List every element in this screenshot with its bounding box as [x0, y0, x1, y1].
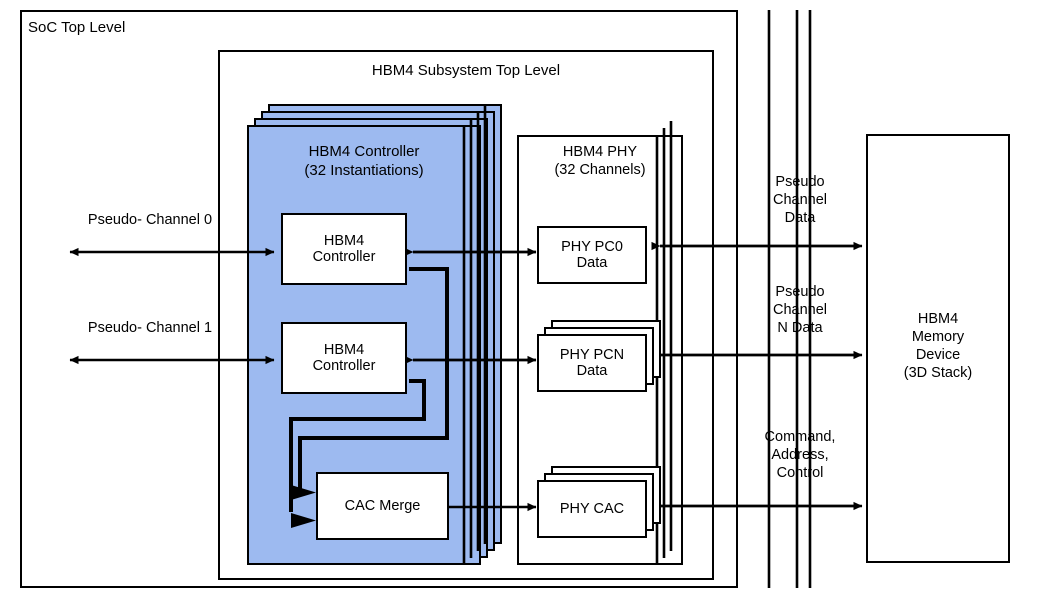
cac-line3: Control — [776, 465, 824, 482]
cac-line2: Address, — [771, 447, 829, 464]
cac-merge-label: CAC Merge — [344, 498, 421, 514]
phy-group-title: HBM4 PHY (32 Channels) — [518, 143, 682, 179]
pc-data-line3: Data — [784, 210, 816, 227]
pcn-data-line2: Channel — [772, 302, 827, 319]
pseudo-channel-1-label: Pseudo- Channel 1 — [87, 320, 213, 336]
phy-pcn-label-line2: Data — [576, 363, 608, 379]
phy-pc0-label-line2: Data — [576, 255, 608, 271]
controller-group-title-line1: HBM4 Controller — [308, 143, 420, 160]
memory-label-line4: (3D Stack) — [903, 365, 973, 382]
pc-data-line1: Pseudo — [775, 174, 825, 190]
cac-merge-box[interactable]: CAC Merge — [316, 472, 449, 540]
controller-group-title-line2: (32 Instantiations) — [304, 161, 424, 179]
soc-top-level-box — [20, 10, 738, 588]
command-address-control-label: Command, Address, Control — [744, 428, 856, 482]
hbm4-controller-1-box[interactable]: HBM4 Controller — [281, 322, 407, 394]
hbm4-controller-0-box[interactable]: HBM4 Controller — [281, 213, 407, 285]
memory-label-line3: Device — [915, 347, 961, 364]
controller-0-label-line2: Controller — [312, 249, 376, 265]
phy-group-title-line2: (32 Channels) — [554, 162, 646, 179]
controller-1-label-line1: HBM4 — [323, 342, 365, 358]
pcn-data-line3: N Data — [777, 320, 823, 337]
soc-top-level-title: SoC Top Level — [28, 19, 126, 36]
controller-0-label-line1: HBM4 — [323, 233, 365, 249]
controller-1-label-line2: Controller — [312, 358, 376, 374]
phy-pc0-label-line1: PHY PC0 — [561, 239, 623, 255]
pseudo-channel-data-label: Pseudo Channel Data — [748, 173, 852, 227]
memory-device-label: HBM4 Memory Device (3D Stack) — [867, 310, 1009, 383]
subsystem-title: HBM4 Subsystem Top Level — [371, 62, 561, 79]
phy-pc0-data-box[interactable]: PHY PC0 Data — [537, 226, 647, 284]
phy-cac-label: PHY CAC — [559, 501, 625, 517]
phy-pcn-data-box[interactable]: PHY PCN Data — [537, 334, 647, 392]
phy-cac-box[interactable]: PHY CAC — [537, 480, 647, 538]
cac-merge-arrow-lower — [291, 513, 316, 528]
cac-line1: Command, — [764, 429, 836, 445]
cac-merge-arrow-upper — [291, 485, 316, 500]
controller-group-title: HBM4 Controller (32 Instantiations) — [249, 143, 479, 181]
pc-data-line2: Channel — [772, 192, 827, 209]
pseudo-channel-n-data-label: Pseudo Channel N Data — [748, 283, 852, 337]
pseudo-channel-0-label: Pseudo- Channel 0 — [87, 212, 213, 228]
hbm4-memory-device-box — [866, 134, 1010, 563]
memory-label-line2: Memory — [911, 329, 965, 346]
phy-group-title-line1: HBM4 PHY — [562, 144, 638, 160]
pcn-data-line1: Pseudo — [775, 284, 825, 300]
hbm4-subsystem-box — [218, 50, 714, 580]
memory-label-line1: HBM4 — [917, 311, 959, 327]
phy-pcn-label-line1: PHY PCN — [559, 347, 625, 363]
